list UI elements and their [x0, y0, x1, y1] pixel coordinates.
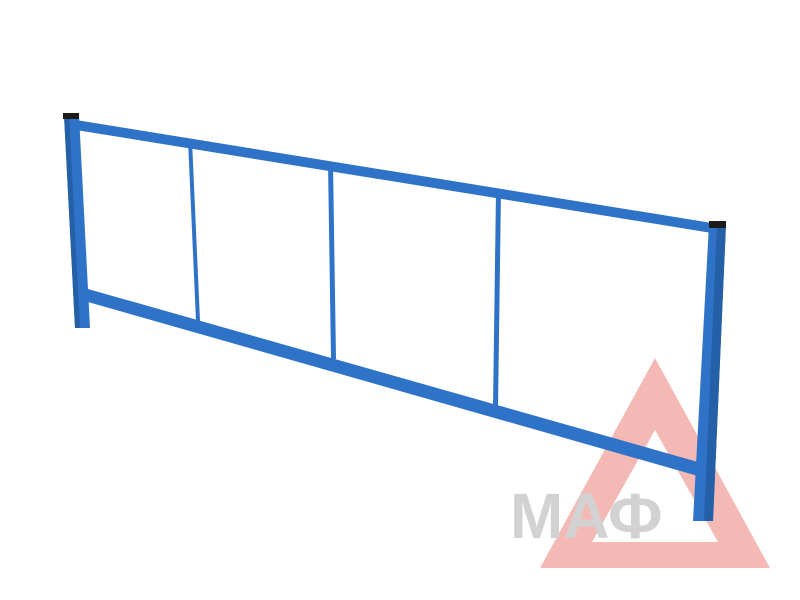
fence-frame	[63, 113, 726, 521]
watermark-triangle-inner	[592, 430, 718, 542]
bottom-rail	[88, 289, 698, 476]
watermark-logo: МАФ	[510, 358, 770, 568]
divider-bar-3	[493, 191, 501, 408]
top-rail	[76, 120, 718, 234]
left-post-cap	[63, 113, 79, 119]
right-post-shade	[704, 224, 726, 521]
divider-bar-2	[328, 163, 336, 359]
watermark-text: МАФ	[510, 480, 663, 552]
right-post-cap	[709, 221, 726, 228]
left-post-shade	[64, 115, 80, 328]
divider-bar-1	[188, 140, 200, 321]
